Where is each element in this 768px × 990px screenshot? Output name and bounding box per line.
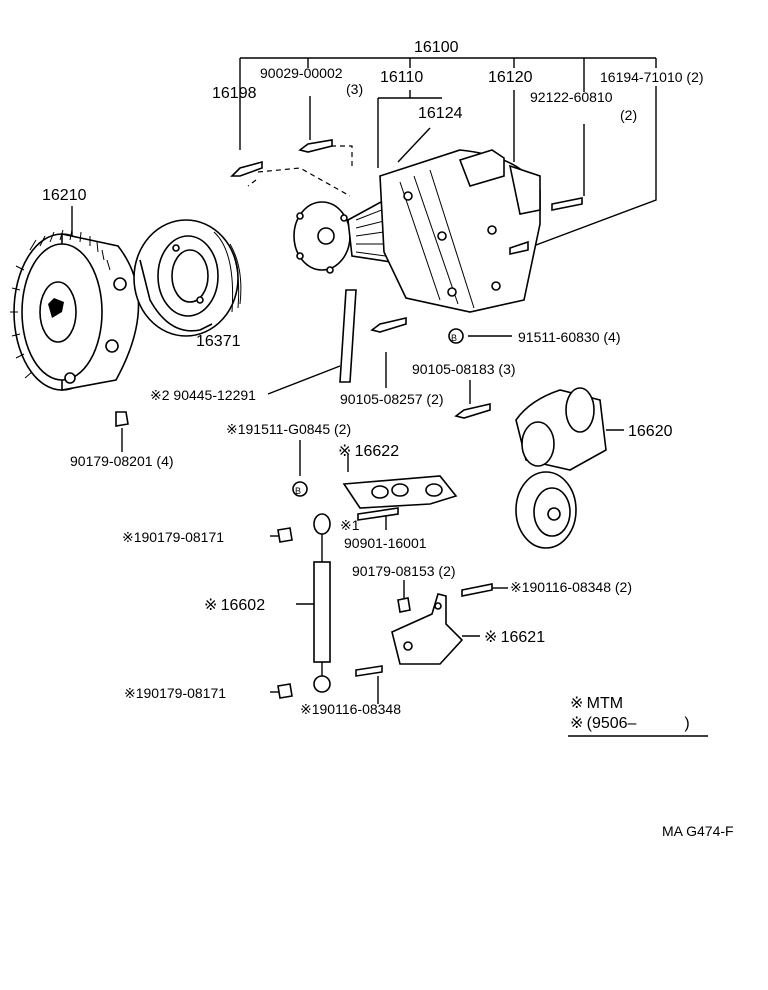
leader-lines bbox=[71, 86, 657, 704]
label-90901-mark: ※1 bbox=[340, 517, 360, 533]
water-pump-16110 bbox=[293, 149, 541, 313]
bolt-marker-b-upper: B bbox=[451, 333, 457, 343]
hose-90445-12291 bbox=[339, 289, 357, 383]
label-16210: 16210 bbox=[42, 187, 87, 204]
label-16124: 16124 bbox=[418, 105, 463, 122]
drawing-code: MA G474-F bbox=[662, 823, 734, 839]
legend-row-date: ※ (9506– ) bbox=[570, 715, 690, 732]
label-92122-qty: (2) bbox=[620, 107, 637, 123]
label-91511-60830: 91511-60830 (4) bbox=[518, 329, 620, 345]
label-90029-qty: (3) bbox=[346, 81, 363, 97]
part-labels: 16100 90029-00002 (3) 16110 16120 16194-… bbox=[42, 39, 734, 839]
label-90116-08348-upper: ※190116-08348 (2) bbox=[510, 579, 632, 595]
label-16602: ※ 16602 bbox=[204, 597, 265, 614]
label-16371: 16371 bbox=[196, 333, 241, 350]
label-16194-71010: 16194-71010 (2) bbox=[600, 69, 704, 85]
label-90179-08171-upper: ※190179-08171 bbox=[122, 529, 224, 545]
label-16110: 16110 bbox=[380, 69, 423, 86]
label-90179-08171-lower: ※190179-08171 bbox=[124, 685, 226, 701]
label-90901-16001: 90901-16001 bbox=[344, 535, 427, 551]
bolts bbox=[115, 139, 583, 699]
pulley-16371 bbox=[133, 219, 242, 337]
label-91511-G0845: ※191511-G0845 (2) bbox=[226, 421, 351, 437]
bolt-marker-b-lower: B bbox=[295, 486, 301, 496]
bracket-16622 bbox=[342, 475, 458, 509]
label-90116-08348-lower: ※190116-08348 bbox=[300, 701, 401, 717]
bracket-16621 bbox=[391, 593, 464, 665]
label-16198: 16198 bbox=[212, 85, 257, 102]
label-16622: ※ 16622 bbox=[338, 443, 399, 460]
damper-16602 bbox=[313, 513, 331, 693]
tensioner-16620 bbox=[515, 387, 607, 549]
label-16620: 16620 bbox=[628, 423, 673, 440]
label-16621: ※ 16621 bbox=[484, 629, 545, 646]
label-92122-60810: 92122-60810 bbox=[530, 89, 613, 105]
label-90029-00002: 90029-00002 bbox=[260, 65, 343, 81]
label-16120: 16120 bbox=[488, 69, 533, 86]
label-16100: 16100 bbox=[414, 39, 459, 56]
fan-clutch-16210 bbox=[10, 229, 140, 391]
assembly-bracket-16100 bbox=[239, 57, 657, 168]
label-90105-08257: 90105-08257 (2) bbox=[340, 391, 444, 407]
label-90179-08201: 90179-08201 (4) bbox=[70, 453, 174, 469]
label-90179-08153: 90179-08153 (2) bbox=[352, 563, 456, 579]
legend-row-mtm: ※ MTM bbox=[570, 695, 623, 712]
label-90105-08183: 90105-08183 (3) bbox=[412, 361, 516, 377]
label-90445-12291: ※2 90445-12291 bbox=[150, 387, 256, 403]
